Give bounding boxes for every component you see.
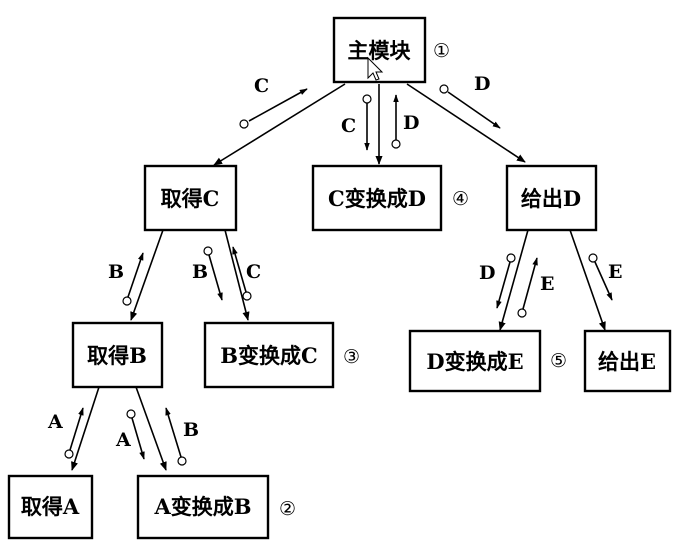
edge-getb-geta xyxy=(71,386,100,471)
edge-getc-bc xyxy=(224,229,250,321)
node-get-b: 取得B xyxy=(71,321,164,389)
step-number-3: ③ xyxy=(343,346,360,368)
flow-label-d: D xyxy=(479,262,495,284)
flow-labels: C C D D B B C D E E A A B xyxy=(47,73,622,451)
edge-getb-ab xyxy=(135,386,167,471)
step-number-5: ⑤ xyxy=(550,350,567,372)
mouse-cursor-icon xyxy=(367,56,384,81)
edge-main-getc xyxy=(213,83,346,166)
step-number-4: ④ xyxy=(452,188,469,210)
flow-arrow-a-down xyxy=(131,417,145,460)
flow-label-c: C xyxy=(254,75,269,97)
flow-arrow-d-down xyxy=(447,91,501,129)
node-c-to-d: C变换成D xyxy=(311,164,443,232)
node-label-put-e: 给出E xyxy=(598,349,656,374)
node-label-put-d: 给出D xyxy=(521,186,581,211)
node-label-get-b: 取得B xyxy=(87,343,147,368)
node-get-a: 取得A xyxy=(7,474,94,540)
flow-label-c: C xyxy=(341,115,356,137)
flow-tail-circle xyxy=(242,291,252,301)
flow-label-d: D xyxy=(403,112,419,134)
call-edges xyxy=(71,83,606,471)
flow-tail-circle xyxy=(177,456,187,466)
flow-label-b: B xyxy=(183,419,199,441)
node-get-c: 取得C xyxy=(143,164,238,232)
step-numbers: ① ④ ③ ⑤ ② xyxy=(279,40,567,520)
flow-tail-circle xyxy=(588,253,598,263)
flow-tail-circle xyxy=(517,308,527,318)
flow-tail-circle xyxy=(506,253,516,263)
edge-getc-getb xyxy=(130,229,164,321)
step-number-2: ② xyxy=(279,498,296,520)
flow-tail-circle xyxy=(203,246,213,256)
flow-tail-circle xyxy=(239,119,249,129)
node-label-get-c: 取得C xyxy=(161,186,220,211)
flow-arrow-b-up-right xyxy=(165,407,182,458)
flow-label-a: A xyxy=(115,429,131,451)
flow-arrow-b-up xyxy=(127,252,144,298)
flow-label-b: B xyxy=(192,261,208,283)
flow-label-c: C xyxy=(246,261,261,283)
node-label-get-a: 取得A xyxy=(21,494,80,519)
node-b-to-c: B变换成C xyxy=(203,321,335,389)
edge-putd-pute xyxy=(569,229,606,331)
flow-label-e: E xyxy=(608,261,622,283)
flow-label-d: D xyxy=(474,73,490,95)
step-number-1: ① xyxy=(433,40,450,62)
node-label-a-to-b: A变换成B xyxy=(153,494,251,519)
flow-arrow-e-up xyxy=(522,257,538,310)
node-a-to-b: A变换成B xyxy=(136,474,270,540)
flow-tail-circle xyxy=(439,84,449,94)
edge-main-putd xyxy=(406,83,526,163)
edge-putd-de xyxy=(498,229,529,331)
node-put-d: 给出D xyxy=(505,164,598,232)
data-flow-arrows xyxy=(64,84,613,466)
flow-arrow-a-up xyxy=(69,407,84,451)
node-main: 主模块 xyxy=(332,16,427,84)
flow-label-e: E xyxy=(540,273,554,295)
node-label-c-to-d: C变换成D xyxy=(328,186,426,211)
node-put-e: 给出E xyxy=(583,329,672,393)
flow-tail-circle xyxy=(391,139,401,149)
node-label-main: 主模块 xyxy=(348,38,412,63)
node-label-d-to-e: D变换成E xyxy=(426,349,523,374)
flow-label-b: B xyxy=(108,261,124,283)
flow-tail-circle xyxy=(362,94,372,104)
flow-label-a: A xyxy=(47,411,63,433)
flow-arrow-c-up-right xyxy=(232,246,247,293)
flow-tail-circle xyxy=(122,296,132,306)
flow-tail-circle xyxy=(64,449,74,459)
node-label-b-to-c: B变换成C xyxy=(220,343,317,368)
flow-arrow-d-down-right xyxy=(496,261,511,309)
flow-arrow-e-down xyxy=(594,261,613,301)
flow-tail-circle xyxy=(126,409,136,419)
node-d-to-e: D变换成E xyxy=(408,329,542,393)
flow-arrow-c-up xyxy=(248,88,308,122)
flow-arrow-b-down xyxy=(208,254,223,301)
